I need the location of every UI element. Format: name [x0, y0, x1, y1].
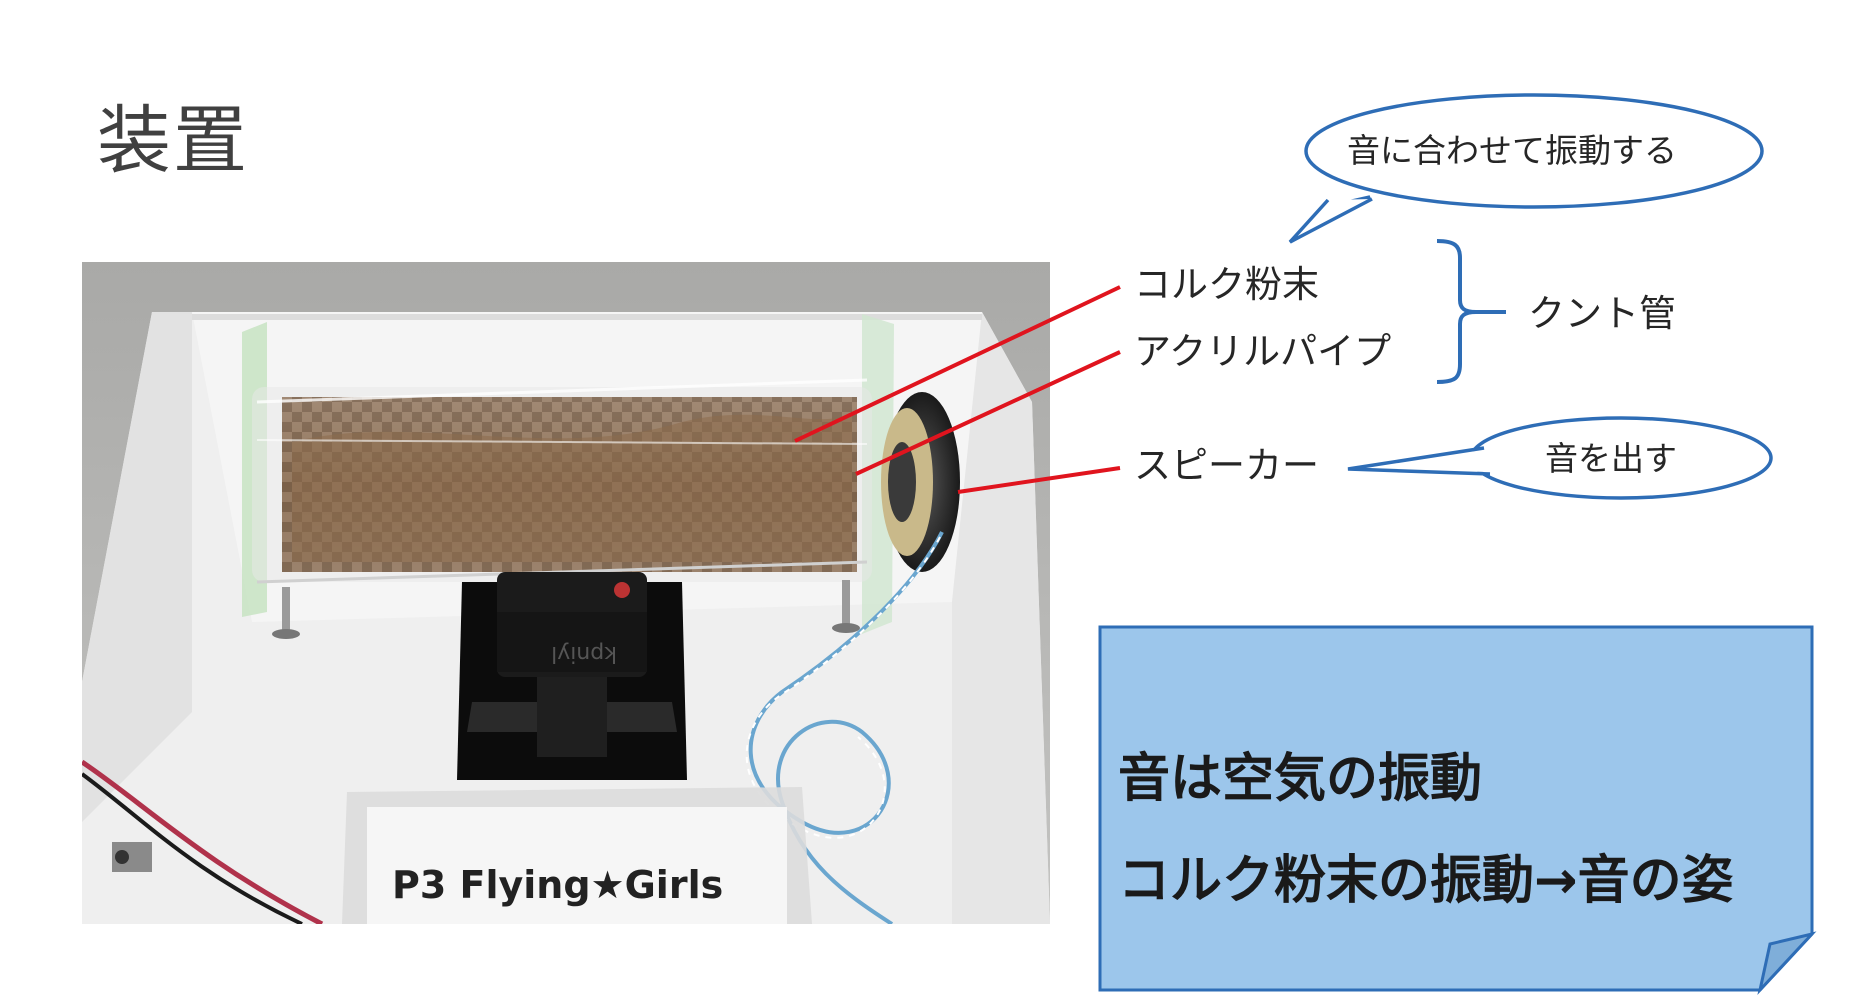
note-line-2: コルク粉末の振動→音の姿 — [1118, 851, 1734, 911]
note-line-1: 音は空気の振動 — [1118, 749, 1483, 809]
leader-line-pipe — [855, 350, 1121, 476]
label-cork-powder: コルク粉末 — [1134, 263, 1319, 306]
callout-vibrate-text: 音に合わせて振動する — [1347, 131, 1677, 170]
leader-line-cork — [794, 285, 1121, 443]
note-text: 音は空気の振動 コルク粉末の振動→音の姿 — [1118, 728, 1734, 932]
label-acrylic-pipe: アクリルパイプ — [1134, 330, 1392, 373]
callout-sound-out-text: 音を出す — [1545, 439, 1677, 478]
apparatus-photo: kpniyl P3 Flying★Girls — [82, 262, 1050, 924]
leader-line-speaker — [957, 466, 1121, 494]
slide-title: 装置 — [97, 98, 249, 184]
label-kundt-tube: クント管 — [1528, 292, 1676, 335]
kundt-bracket — [1436, 239, 1477, 384]
label-speaker: スピーカー — [1134, 444, 1319, 487]
note-fold — [1757, 931, 1817, 996]
photo-sign-text: P3 Flying★Girls — [392, 863, 723, 907]
svg-text:kpniyl: kpniyl — [551, 641, 617, 666]
